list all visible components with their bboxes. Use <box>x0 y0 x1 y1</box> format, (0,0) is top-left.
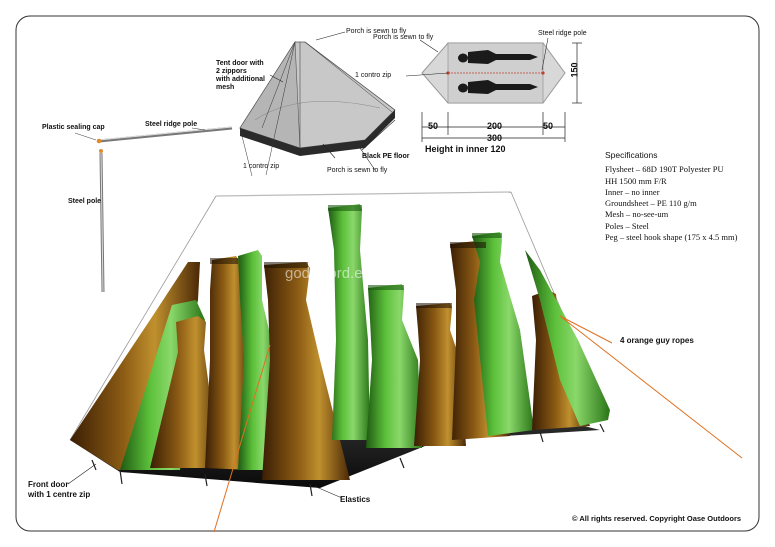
black-pe-floor-label: Black PE floor <box>362 153 410 160</box>
specifications-title: Specifications <box>605 150 658 160</box>
orange-guy-ropes <box>213 315 743 533</box>
tent-3d-diagram <box>239 41 396 177</box>
steel-pole-drawing <box>99 149 105 293</box>
spec-item: Groundsheet – PE 110 g/m <box>605 198 697 209</box>
spec-item: Poles – Steel <box>605 220 649 231</box>
bottle-tent-illustration <box>67 191 743 533</box>
spec-item: Inner – no inner <box>605 186 660 197</box>
dim-150: 150 <box>569 62 580 78</box>
steel-pole-label: Steel pole <box>68 198 102 205</box>
front-door-label: Front door with 1 centre zip <box>28 480 91 499</box>
porch-sewn-label-bottom: Porch is sewn to fly <box>327 167 388 174</box>
dim-50-left: 50 <box>428 121 439 131</box>
floor-plan-diagram <box>405 37 582 142</box>
dim-300: 300 <box>487 133 503 143</box>
spec-item: Peg – steel hook shape (175 x 4.5 mm) <box>605 232 738 243</box>
elastics-label: Elastics <box>340 495 371 504</box>
page-frame <box>15 15 760 532</box>
steel-ridge-pole-label: Steel ridge pole <box>145 121 198 128</box>
sleeping-person-bottom <box>458 80 538 94</box>
porch-sewn-label-plan: Porch is sewn to fly <box>373 34 434 41</box>
guy-ropes-label: 4 orange guy ropes <box>620 336 694 345</box>
plastic-sealing-cap-label: Plastic sealing cap <box>42 124 105 131</box>
spec-item: Flysheet – 68D 190T Polyester PU <box>605 164 724 175</box>
height-inner-label: Height in inner 120 <box>425 144 506 154</box>
spec-item: Mesh – no-see-um <box>605 209 669 220</box>
dim-50-right: 50 <box>543 121 554 131</box>
sleeping-person-top <box>458 50 538 64</box>
dim-200: 200 <box>487 121 503 131</box>
copyright-notice: © All rights reserved. Copyright Oase Ou… <box>572 514 742 523</box>
specifications-block: Specifications Flysheet – 68D 190T Polye… <box>605 150 770 243</box>
steel-ridge-pole-drawing <box>74 126 233 144</box>
watermark: godsword.en.com <box>285 265 404 282</box>
tent-door-label: Tent door with 2 zippors with additional… <box>216 60 265 91</box>
steel-ridge-pole-plan-label: Steel ridge pole <box>538 30 587 37</box>
spec-item: HH 1500 mm F/R <box>605 175 667 186</box>
porch-sewn-label-top: Porch is sewn to fly <box>346 28 407 35</box>
contro-zip-label-plan: 1 contro zip <box>355 72 392 79</box>
contro-zip-label-bottom: 1 contro zip <box>243 163 280 170</box>
